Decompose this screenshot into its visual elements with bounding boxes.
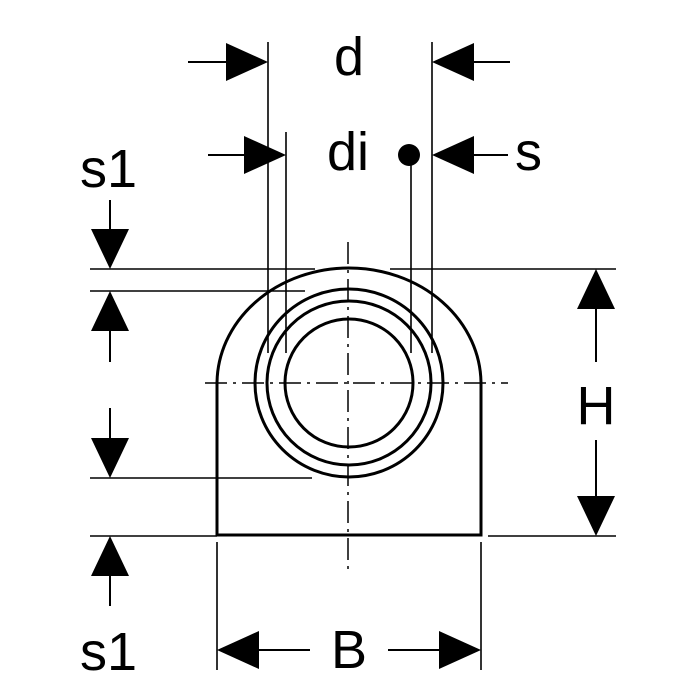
arrow-h-down [577, 496, 615, 536]
arrow-s1-top-down [91, 229, 129, 269]
label-s1-bottom: s1 [80, 622, 137, 682]
label-b: B [331, 620, 367, 680]
dimension-s: s [398, 122, 542, 182]
pipe-outer-ring [253, 287, 445, 479]
arrow-b-left [217, 631, 259, 669]
arrow-s [432, 136, 474, 174]
label-di: di [327, 122, 369, 182]
pipe-inner-ring [283, 317, 415, 449]
wall-thickness-dot [398, 144, 420, 166]
fitting-body-outline [215, 266, 483, 537]
dimension-s1-top: s1 [80, 139, 137, 362]
extension-lines [90, 42, 616, 670]
label-h: H [577, 376, 616, 436]
label-s1-top: s1 [80, 139, 137, 199]
dimension-h: H [577, 269, 616, 536]
dimension-d: d [188, 27, 510, 87]
label-d: d [334, 27, 364, 87]
arrow-d-right [432, 43, 474, 81]
pipe-middle-ring [265, 299, 433, 467]
arrow-d-left [226, 43, 268, 81]
arrow-s1-top-up [91, 291, 129, 331]
arrow-s1-bottom-up [91, 536, 129, 576]
arrow-b-right [439, 631, 481, 669]
dimension-s1-bottom: s1 [80, 408, 137, 682]
dimension-b: B [217, 620, 481, 680]
arrow-di-left [244, 136, 286, 174]
arrow-s1-bottom-down [91, 438, 129, 478]
arrow-h-up [577, 269, 615, 309]
label-s: s [515, 122, 542, 182]
dimension-di: di [208, 122, 369, 182]
